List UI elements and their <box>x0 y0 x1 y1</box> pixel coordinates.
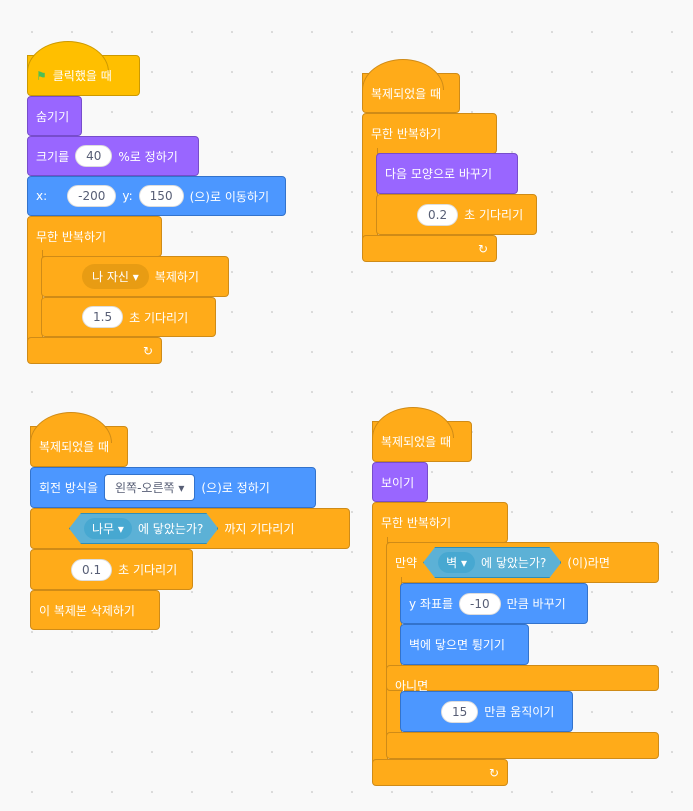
wait-input[interactable]: 0.2 <box>417 203 459 226</box>
label: 숨기기 <box>36 109 70 124</box>
label: (으)로 이동하기 <box>189 189 269 204</box>
wait-block[interactable]: 1.5 초 기다리기 <box>41 297 216 337</box>
size-input[interactable]: 40 <box>75 145 113 167</box>
label: 회전 방식을 <box>39 481 99 495</box>
move-input[interactable]: 15 <box>441 700 479 723</box>
x-input[interactable]: -200 <box>67 185 117 207</box>
if-else-block[interactable]: 만약 벽 에 닿았는가? (이)라면 <box>386 542 659 583</box>
else-section: 아니면 <box>386 665 659 693</box>
label: 복제되었을 때 <box>381 435 452 449</box>
label: 에 닿았는가? <box>480 556 547 570</box>
set-size-block[interactable]: 크기를 40 %로 정하기 <box>27 136 199 176</box>
label: y: <box>122 189 133 203</box>
wait-input[interactable]: 1.5 <box>82 306 124 328</box>
forever-bottom: ↻ <box>372 759 508 786</box>
move-steps-block[interactable]: 15 만큼 움직이기 <box>400 691 573 732</box>
hide-block[interactable]: 숨기기 <box>27 96 82 136</box>
label: 벽에 닿으면 튕기기 <box>409 638 505 652</box>
label: 무한 반복하기 <box>371 127 442 141</box>
label: 만큼 바꾸기 <box>506 597 566 611</box>
show-block[interactable]: 보이기 <box>372 462 428 502</box>
label: 무한 반복하기 <box>381 516 452 530</box>
label: y 좌표를 <box>409 597 454 611</box>
y-input[interactable]: 150 <box>138 185 184 207</box>
change-y-input[interactable]: -10 <box>459 592 501 615</box>
label: 이 복제본 삭제하기 <box>39 603 135 618</box>
label: 초 기다리기 <box>118 563 178 577</box>
label: 만약 <box>395 556 418 570</box>
green-flag-icon: ⚑ <box>36 68 47 83</box>
forever-block[interactable]: 무한 반복하기 <box>362 113 497 154</box>
label: 클릭했을 때 <box>52 69 112 83</box>
label: 복제하기 <box>154 270 199 284</box>
label: x: <box>36 189 48 203</box>
forever-bottom: ↻ <box>27 337 162 364</box>
change-y-block[interactable]: y 좌표를 -10 만큼 바꾸기 <box>400 583 588 624</box>
label: (으)로 정하기 <box>201 481 270 495</box>
clone-target-dropdown[interactable]: 나 자신 <box>82 264 149 289</box>
loop-arrow-icon: ↻ <box>488 765 499 780</box>
label: 크기를 <box>36 149 70 164</box>
rotation-style-dropdown[interactable]: 왼쪽-오른쪽 <box>104 474 196 501</box>
loop-arrow-icon: ↻ <box>142 343 153 358</box>
label: 에 닿았는가? <box>137 522 204 536</box>
touching-condition[interactable]: 나무 에 닿았는가? <box>69 513 218 544</box>
label: %로 정하기 <box>118 149 178 164</box>
delete-clone-block[interactable]: 이 복제본 삭제하기 <box>30 590 160 630</box>
when-cloned-hat[interactable]: 복제되었을 때 <box>30 412 128 467</box>
forever-block[interactable]: 무한 반복하기 <box>372 502 508 543</box>
bounce-on-edge-block[interactable]: 벽에 닿으면 튕기기 <box>400 624 529 665</box>
label: 다음 모양으로 바꾸기 <box>385 167 492 181</box>
label: 아니면 <box>395 678 429 693</box>
loop-arrow-icon: ↻ <box>477 241 488 256</box>
when-flag-clicked-block[interactable]: ⚑ 클릭했을 때 <box>27 41 140 96</box>
label: 복제되었을 때 <box>39 440 110 454</box>
forever-bottom: ↻ <box>362 235 497 262</box>
when-cloned-hat[interactable]: 복제되었을 때 <box>362 59 460 113</box>
touch-target-dropdown[interactable]: 나무 <box>84 518 132 539</box>
label: 보이기 <box>381 475 415 490</box>
create-clone-block[interactable]: 나 자신 복제하기 <box>41 256 229 297</box>
label: 까지 기다리기 <box>224 522 295 536</box>
next-costume-block[interactable]: 다음 모양으로 바꾸기 <box>376 153 518 194</box>
wait-block[interactable]: 0.1 초 기다리기 <box>30 549 193 590</box>
touching-condition[interactable]: 벽 에 닿았는가? <box>423 547 561 578</box>
label: 초 기다리기 <box>464 208 524 222</box>
if-else-bottom <box>386 732 659 759</box>
goto-xy-block[interactable]: x: -200 y: 150 (으)로 이동하기 <box>27 176 286 216</box>
wait-input[interactable]: 0.1 <box>71 558 113 581</box>
label: (이)라면 <box>567 556 610 570</box>
touch-target-dropdown[interactable]: 벽 <box>438 552 475 573</box>
wait-until-block[interactable]: 나무 에 닿았는가? 까지 기다리기 <box>30 508 350 549</box>
label: 초 기다리기 <box>129 310 189 325</box>
set-rotation-style-block[interactable]: 회전 방식을 왼쪽-오른쪽 (으)로 정하기 <box>30 467 316 508</box>
forever-block[interactable]: 무한 반복하기 <box>27 216 162 257</box>
label: 만큼 움직이기 <box>484 705 555 719</box>
when-cloned-hat[interactable]: 복제되었을 때 <box>372 407 472 462</box>
label: 무한 반복하기 <box>36 230 107 244</box>
wait-block[interactable]: 0.2 초 기다리기 <box>376 194 537 235</box>
label: 복제되었을 때 <box>371 86 442 101</box>
